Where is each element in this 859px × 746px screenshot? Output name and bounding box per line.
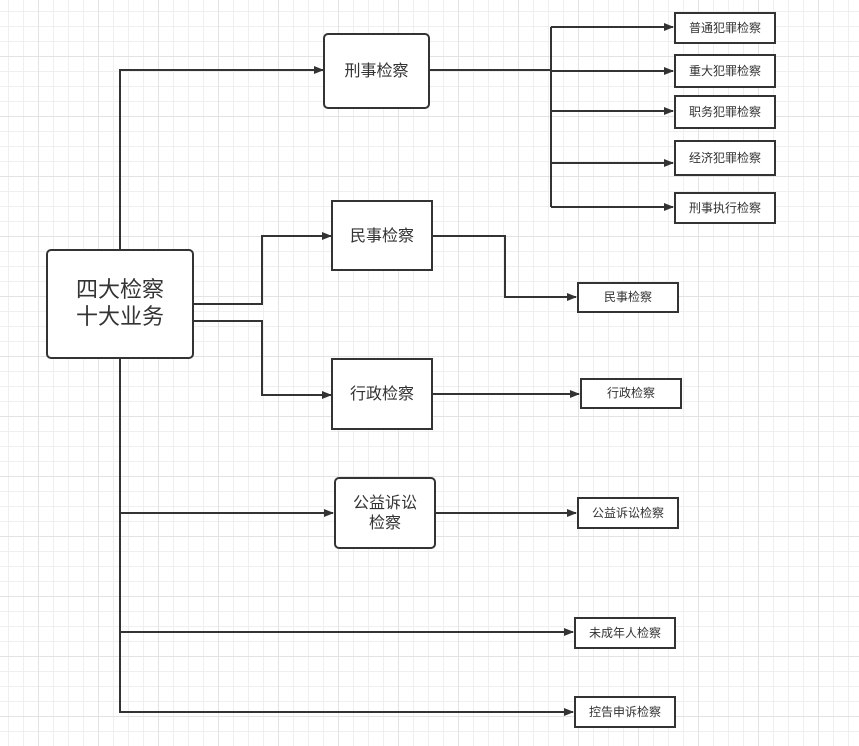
category-label: 行政检察 bbox=[349, 384, 414, 403]
leaf-label: 经济犯罪检察 bbox=[688, 150, 761, 165]
edge-root-complaint-appeal bbox=[119, 632, 574, 716]
edge-root-criminal bbox=[119, 66, 324, 250]
leaf-node-major-crime[interactable]: 重大犯罪检察 bbox=[674, 54, 776, 88]
category-label: 民事检察 bbox=[349, 225, 414, 245]
leaf-node-juvenile[interactable]: 未成年人检察 bbox=[574, 617, 676, 649]
category-node-civil[interactable]: 民事检察 bbox=[331, 200, 433, 271]
edge-root-civil bbox=[193, 232, 332, 305]
leaf-node-duty-crime[interactable]: 职务犯罪检察 bbox=[674, 95, 776, 129]
category-node-criminal[interactable]: 刑事检察 bbox=[323, 33, 430, 109]
leaf-label: 刑事执行检察 bbox=[688, 200, 761, 215]
leaf-node-criminal-execution[interactable]: 刑事执行检察 bbox=[674, 192, 776, 224]
leaf-label: 控告申诉检察 bbox=[588, 704, 661, 719]
leaf-node-civil[interactable]: 民事检察 bbox=[577, 282, 679, 313]
category-label: 刑事检察 bbox=[344, 61, 409, 80]
edge-civil-leaf bbox=[432, 235, 577, 301]
leaf-label: 民事检察 bbox=[603, 290, 652, 304]
leaf-label: 普通犯罪检察 bbox=[688, 20, 761, 35]
leaf-label: 行政检察 bbox=[606, 386, 655, 400]
category-node-public-interest[interactable]: 公益诉讼 检察 bbox=[334, 477, 436, 549]
leaf-node-complaint-appeal[interactable]: 控告申诉检察 bbox=[574, 696, 676, 728]
edge-root-administrative bbox=[193, 320, 332, 399]
category-label: 公益诉讼 检察 bbox=[352, 493, 417, 532]
leaf-node-ordinary-crime[interactable]: 普通犯罪检察 bbox=[674, 12, 776, 44]
edge-root-public-interest bbox=[119, 358, 334, 517]
leaf-node-economic-crime[interactable]: 经济犯罪检察 bbox=[674, 140, 776, 176]
leaf-label: 职务犯罪检察 bbox=[688, 104, 761, 119]
leaf-label: 未成年人检察 bbox=[588, 625, 661, 640]
leaf-node-administrative[interactable]: 行政检察 bbox=[580, 378, 682, 409]
root-node[interactable]: 四大检察 十大业务 bbox=[46, 249, 194, 359]
root-node-label: 四大检察 十大业务 bbox=[75, 277, 164, 331]
leaf-label: 重大犯罪检察 bbox=[688, 63, 761, 78]
category-node-administrative[interactable]: 行政检察 bbox=[331, 358, 433, 430]
leaf-label: 公益诉讼检察 bbox=[591, 505, 664, 520]
leaf-node-public-interest[interactable]: 公益诉讼检察 bbox=[577, 497, 679, 529]
